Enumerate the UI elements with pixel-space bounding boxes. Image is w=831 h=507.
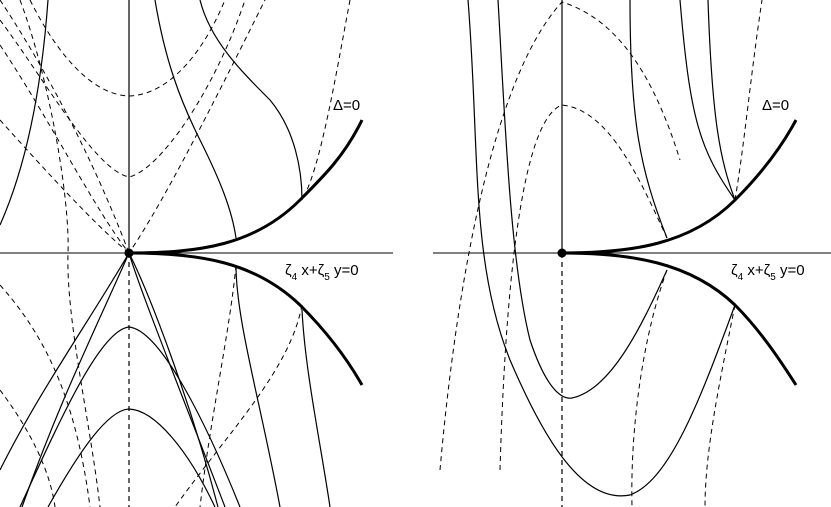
left-solid-curve — [235, 264, 281, 507]
left-zeta-5: ζ — [318, 262, 325, 279]
right-panel — [433, 0, 831, 507]
right-y-eq-0: y=0 — [776, 262, 805, 279]
right-solid-curve — [629, 0, 668, 239]
left-solid-curve — [19, 326, 241, 507]
left-x-plus: x+ — [297, 262, 318, 279]
left-discriminant-lower — [128, 251, 364, 386]
left-solid-curve — [21, 252, 130, 507]
left-dashed-curve — [0, 0, 246, 178]
left-dashed-curve — [0, 284, 91, 507]
left-dashed-curve — [174, 304, 303, 507]
right-dashed-curve — [439, 1, 681, 471]
right-dashed-curve — [704, 304, 736, 507]
left-solid-curve — [199, 0, 303, 201]
right-discriminant-label: Δ=0 — [762, 97, 789, 114]
right-line-label: ζ4 x+ζ5 y=0 — [731, 262, 805, 283]
left-solid-curve — [128, 252, 226, 507]
right-cusp-point — [557, 248, 567, 258]
left-line-label: ζ4 x+ζ5 y=0 — [285, 262, 359, 283]
left-solid-curve — [154, 0, 237, 239]
left-dashed-curve — [0, 389, 56, 507]
right-dashed-curve — [631, 269, 668, 507]
left-dashed-curve — [301, 0, 351, 201]
right-dashed-curve — [499, 104, 668, 471]
right-solid-curve — [679, 0, 736, 201]
right-sub-4: 4 — [738, 272, 744, 283]
right-discriminant-lower — [561, 251, 798, 386]
left-dashed-curve — [0, 0, 266, 254]
left-panel — [0, 0, 393, 507]
right-solid-curve — [707, 0, 736, 201]
right-x-plus: x+ — [743, 262, 764, 279]
left-sub-4: 4 — [292, 272, 298, 283]
left-dashed-curve — [29, 0, 226, 97]
right-sub-5: 5 — [770, 272, 776, 283]
left-dashed-curve — [199, 264, 237, 507]
left-sub-5: 5 — [324, 272, 330, 283]
left-solid-curve — [0, 0, 49, 226]
left-dashed-curve — [0, 119, 130, 254]
left-dashed-curve — [0, 0, 130, 254]
left-solid-curve — [301, 309, 331, 507]
right-solid-curve — [497, 0, 668, 399]
right-zeta-5: ζ — [764, 262, 771, 279]
right-discriminant-upper — [561, 119, 798, 255]
left-y-eq-0: y=0 — [330, 262, 359, 279]
right-solid-curve — [467, 0, 736, 497]
left-solid-curve — [0, 251, 219, 507]
left-cusp-point — [124, 248, 134, 258]
left-discriminant-upper — [128, 119, 364, 255]
right-zeta-4: ζ — [731, 262, 738, 279]
right-dashed-curve — [734, 0, 763, 201]
left-zeta-4: ζ — [285, 262, 292, 279]
left-solid-curve — [47, 408, 216, 507]
left-discriminant-label: Δ=0 — [333, 97, 360, 114]
